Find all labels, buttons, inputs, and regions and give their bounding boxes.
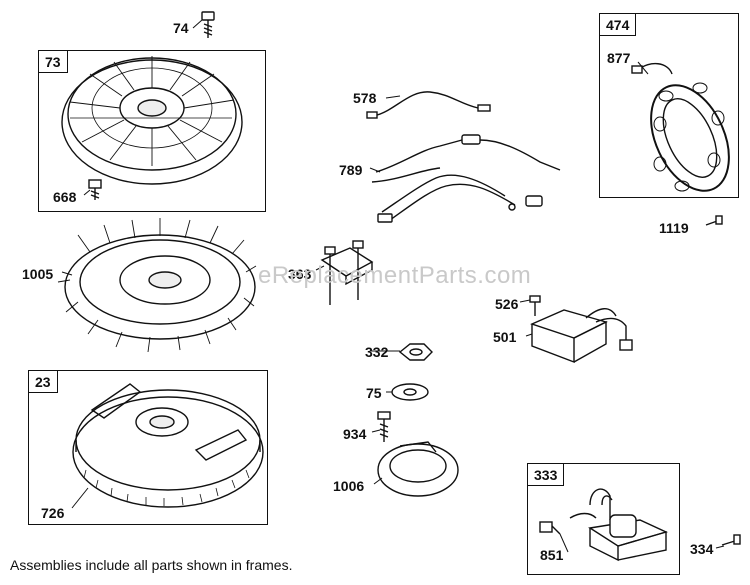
frame-73-tag: 73 bbox=[39, 51, 68, 73]
part-474-stator bbox=[631, 63, 730, 192]
label-526: 526 bbox=[495, 296, 519, 312]
part-363-bracket bbox=[320, 240, 374, 305]
label-1006: 1006 bbox=[333, 478, 365, 494]
label-75: 75 bbox=[366, 385, 382, 401]
label-332: 332 bbox=[365, 344, 389, 360]
label-934: 934 bbox=[343, 426, 367, 442]
part-333-ignition-coil bbox=[539, 488, 668, 562]
part-1119-screw bbox=[705, 215, 723, 226]
part-578-wire bbox=[366, 91, 491, 119]
part-74-screw bbox=[201, 11, 215, 38]
part-332-nut bbox=[398, 343, 433, 361]
frame-73: 73 bbox=[38, 50, 266, 212]
label-851: 851 bbox=[540, 547, 564, 563]
label-74: 74 bbox=[173, 20, 189, 36]
frame-23: 23 bbox=[28, 370, 268, 525]
frame-333-tag: 333 bbox=[528, 464, 565, 486]
label-877: 877 bbox=[607, 50, 631, 66]
part-1005-fan bbox=[57, 218, 257, 353]
frame-474-tag: 474 bbox=[600, 14, 637, 36]
label-668: 668 bbox=[53, 189, 77, 205]
label-501: 501 bbox=[493, 329, 517, 345]
part-526-screw bbox=[529, 295, 541, 316]
watermark: eReplacementParts.com bbox=[258, 262, 532, 289]
label-726: 726 bbox=[41, 505, 65, 521]
label-1005: 1005 bbox=[22, 266, 54, 282]
leader-lines bbox=[61, 19, 725, 553]
part-23-flywheel bbox=[72, 383, 264, 508]
part-789-harness bbox=[371, 134, 561, 223]
label-578: 578 bbox=[353, 90, 377, 106]
frame-474: 474 bbox=[599, 13, 739, 198]
part-75-washer bbox=[391, 383, 429, 401]
part-501-module bbox=[530, 308, 633, 364]
label-334: 334 bbox=[690, 541, 714, 557]
footnote: Assemblies include all parts shown in fr… bbox=[10, 557, 293, 573]
frame-23-tag: 23 bbox=[29, 371, 58, 393]
part-1006-shroud bbox=[377, 441, 459, 497]
label-1119: 1119 bbox=[659, 220, 689, 236]
part-73-blower-housing bbox=[61, 56, 243, 185]
label-363: 363 bbox=[288, 266, 312, 282]
label-789: 789 bbox=[339, 162, 363, 178]
part-934-screw bbox=[377, 411, 391, 442]
frame-333: 333 bbox=[527, 463, 680, 575]
part-668-screw bbox=[88, 179, 102, 200]
part-334-screw bbox=[721, 534, 741, 546]
